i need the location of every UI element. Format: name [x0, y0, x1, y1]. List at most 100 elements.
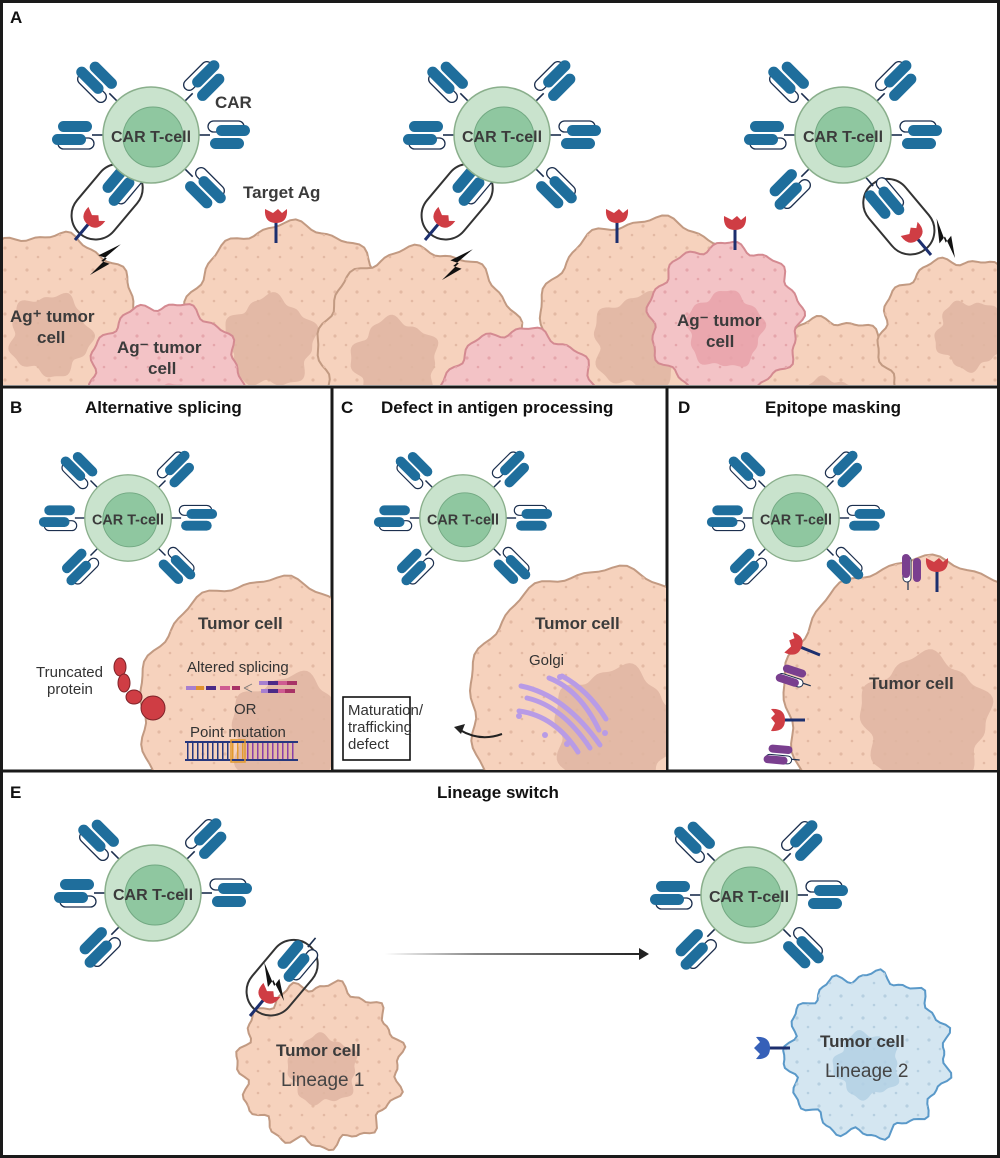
car-antigen-binding: [853, 167, 941, 264]
car-receptor-icon: [743, 120, 797, 150]
car-t-cell-label: CAR T-cell: [427, 512, 499, 528]
panel-b-tumor-cell-label: Tumor cell: [198, 614, 283, 633]
car-receptor-icon: [51, 120, 105, 150]
t-cell-nucleus: [102, 492, 158, 548]
tumor-cell: [782, 553, 997, 770]
nucleus: [685, 290, 767, 367]
car-receptor-icon: [270, 928, 328, 988]
car-t-cell-label: CAR T-cell: [709, 889, 789, 906]
ag-pos-tumor-cell: [876, 256, 997, 385]
tumor-cell: [235, 979, 407, 1152]
panel-d-car-t-cell: CAR T-cell: [706, 445, 886, 591]
truncated-protein-icon: [113, 657, 166, 721]
defect-box: [342, 696, 411, 761]
panel-e-letter: E: [10, 783, 21, 802]
car-receptor-icon: [649, 880, 703, 910]
ag-neg-tumor-cell: [645, 240, 807, 385]
t-cell-nucleus: [814, 106, 876, 168]
binding-highlight-oval: [862, 177, 936, 256]
nucleus: [934, 300, 997, 373]
nucleus: [231, 670, 331, 770]
tumor-cell: [782, 968, 953, 1141]
car-receptor-icon: [889, 120, 943, 150]
truncated-protein-label-2: protein: [47, 681, 93, 698]
panel-a-letter: A: [10, 8, 22, 27]
ag-pos-tumor-label-2: cell: [37, 328, 65, 347]
car-receptor-icon: [402, 120, 456, 150]
panel-e-car-t-cells: CAR T-cell CAR T-cell: [53, 812, 849, 1060]
panel-d: CAR T-cell D Epitope masking Tumor cell: [678, 398, 997, 770]
panel-d-tumor-cell-label: Tumor cell: [869, 674, 954, 693]
car-receptor-icon: [795, 880, 849, 910]
lineage-2-tumor-cell: [782, 968, 953, 1141]
car-receptor-icon: [169, 504, 218, 532]
car-t-cell-label: CAR T-cell: [462, 129, 542, 146]
car-receptor-icon: [548, 120, 602, 150]
car-t-cell: CAR T-cell: [373, 445, 553, 591]
lineage-2-tumor-label: Tumor cell: [820, 1032, 905, 1051]
car-t-cell-label: CAR T-cell: [113, 887, 193, 904]
panel-d-title: Epitope masking: [765, 398, 901, 417]
defect-label-3: defect: [348, 736, 390, 753]
defect-arrow-icon: [454, 724, 503, 739]
nucleus: [486, 385, 558, 456]
car-t-cell-label: CAR T-cell: [803, 129, 883, 146]
nucleus: [287, 1032, 358, 1106]
panel-c: CAR T-cell Maturation/ trafficking defec…: [341, 398, 666, 770]
ag-pos-tumor-label: Ag⁺ tumor: [10, 307, 95, 326]
car-t-cell: CAR T-cell: [706, 445, 886, 591]
panel-b: CAR T-cell B Alternative splicing Tumor …: [10, 398, 331, 770]
lineage-1-tumor-cell: [235, 979, 407, 1152]
car-receptor-icon: [38, 504, 87, 532]
defect-label-1: Maturation/: [348, 702, 424, 719]
car-t-cell: CAR T-cell: [402, 54, 602, 216]
panel-a-car-t-cells: CAR T-cell CAR T-cell CAR T-cell: [51, 54, 966, 280]
or-label: OR: [234, 701, 257, 718]
car-receptor-icon: [504, 504, 553, 532]
panel-b-car-t-cell: CAR T-cell: [38, 445, 218, 591]
lineage-2-antigen-icon: [754, 1036, 790, 1060]
panel-d-tumor-cell: [782, 553, 997, 770]
car-receptor-icon: [706, 504, 755, 532]
car-antigen-binding: [240, 928, 328, 1025]
panel-c-title: Defect in antigen processing: [381, 398, 613, 417]
ag-neg-tumor-cell: [87, 303, 246, 385]
nucleus: [8, 292, 95, 378]
car-t-cell-label: CAR T-cell: [92, 512, 164, 528]
dna-point-mutation-icon: [185, 739, 298, 763]
ag-pos-tumor-cell: [750, 314, 912, 385]
nucleus: [808, 375, 849, 385]
car-receptor-icon: [373, 504, 422, 532]
car-label: CAR: [215, 93, 252, 112]
tumor-cell: [138, 574, 331, 770]
t-cell-nucleus: [122, 106, 184, 168]
ag-neg-tumor-cell: [439, 326, 596, 456]
t-cell-nucleus: [437, 492, 493, 548]
t-cell-nucleus: [124, 864, 186, 926]
car-t-cell: CAR T-cell: [649, 814, 849, 976]
truncated-protein-label: Truncated: [36, 664, 103, 681]
nucleus: [832, 1030, 900, 1101]
car-t-cell-label: CAR T-cell: [111, 129, 191, 146]
car-receptor-icon: [199, 878, 253, 908]
panel-c-letter: C: [341, 398, 353, 417]
panel-b-tumor-cell: [138, 574, 331, 770]
defect-label-2: trafficking: [348, 719, 412, 736]
nucleus: [164, 383, 184, 385]
golgi-icon: [516, 673, 609, 755]
point-mutation-label: Point mutation: [190, 724, 286, 741]
panel-e: CAR T-cell CAR T-cell E Lineage switch Tu…: [10, 783, 953, 1152]
panel-c-tumor-cell-label: Tumor cell: [535, 614, 620, 633]
t-cell-nucleus: [720, 866, 782, 928]
golgi-label: Golgi: [529, 652, 564, 669]
panel-a-tumor-cells: [3, 214, 997, 456]
t-cell-nucleus: [473, 106, 535, 168]
panel-b-letter: B: [10, 398, 22, 417]
lineage-switch-arrow-icon: [385, 948, 649, 960]
car-t-cell: CAR T-cell: [38, 445, 218, 591]
panel-e-title: Lineage switch: [437, 783, 559, 802]
splicing-icon: [186, 681, 297, 693]
altered-splicing-label: Altered splicing: [187, 659, 289, 676]
